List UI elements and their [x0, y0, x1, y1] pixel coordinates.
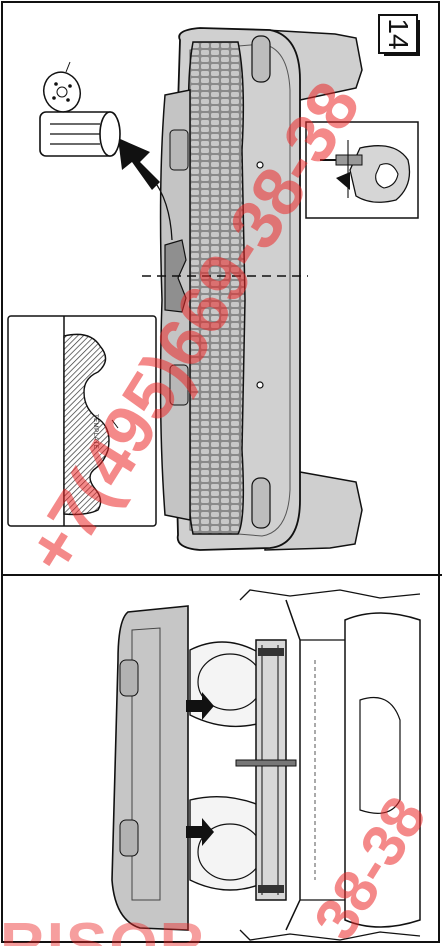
template-label: TEMPLATE: [92, 414, 98, 450]
template-detail: [7, 315, 157, 527]
vehicle-front: [111, 589, 421, 941]
step-box-shadow: [384, 54, 418, 56]
bumper-top: [159, 27, 363, 551]
trim-tool-icon: [305, 121, 419, 219]
cut-pieces-icon: [39, 61, 121, 157]
watermark-bottom-text: RISOR: [0, 918, 206, 946]
step-box-shadow: [418, 20, 420, 56]
panel-divider: [1, 574, 442, 576]
arrow-icon: [186, 818, 214, 846]
arrow-icon: [118, 138, 160, 190]
watermark-bottom: RISOR: [0, 918, 443, 946]
arrow-icon: [186, 692, 214, 720]
step-number-box: [378, 14, 418, 54]
